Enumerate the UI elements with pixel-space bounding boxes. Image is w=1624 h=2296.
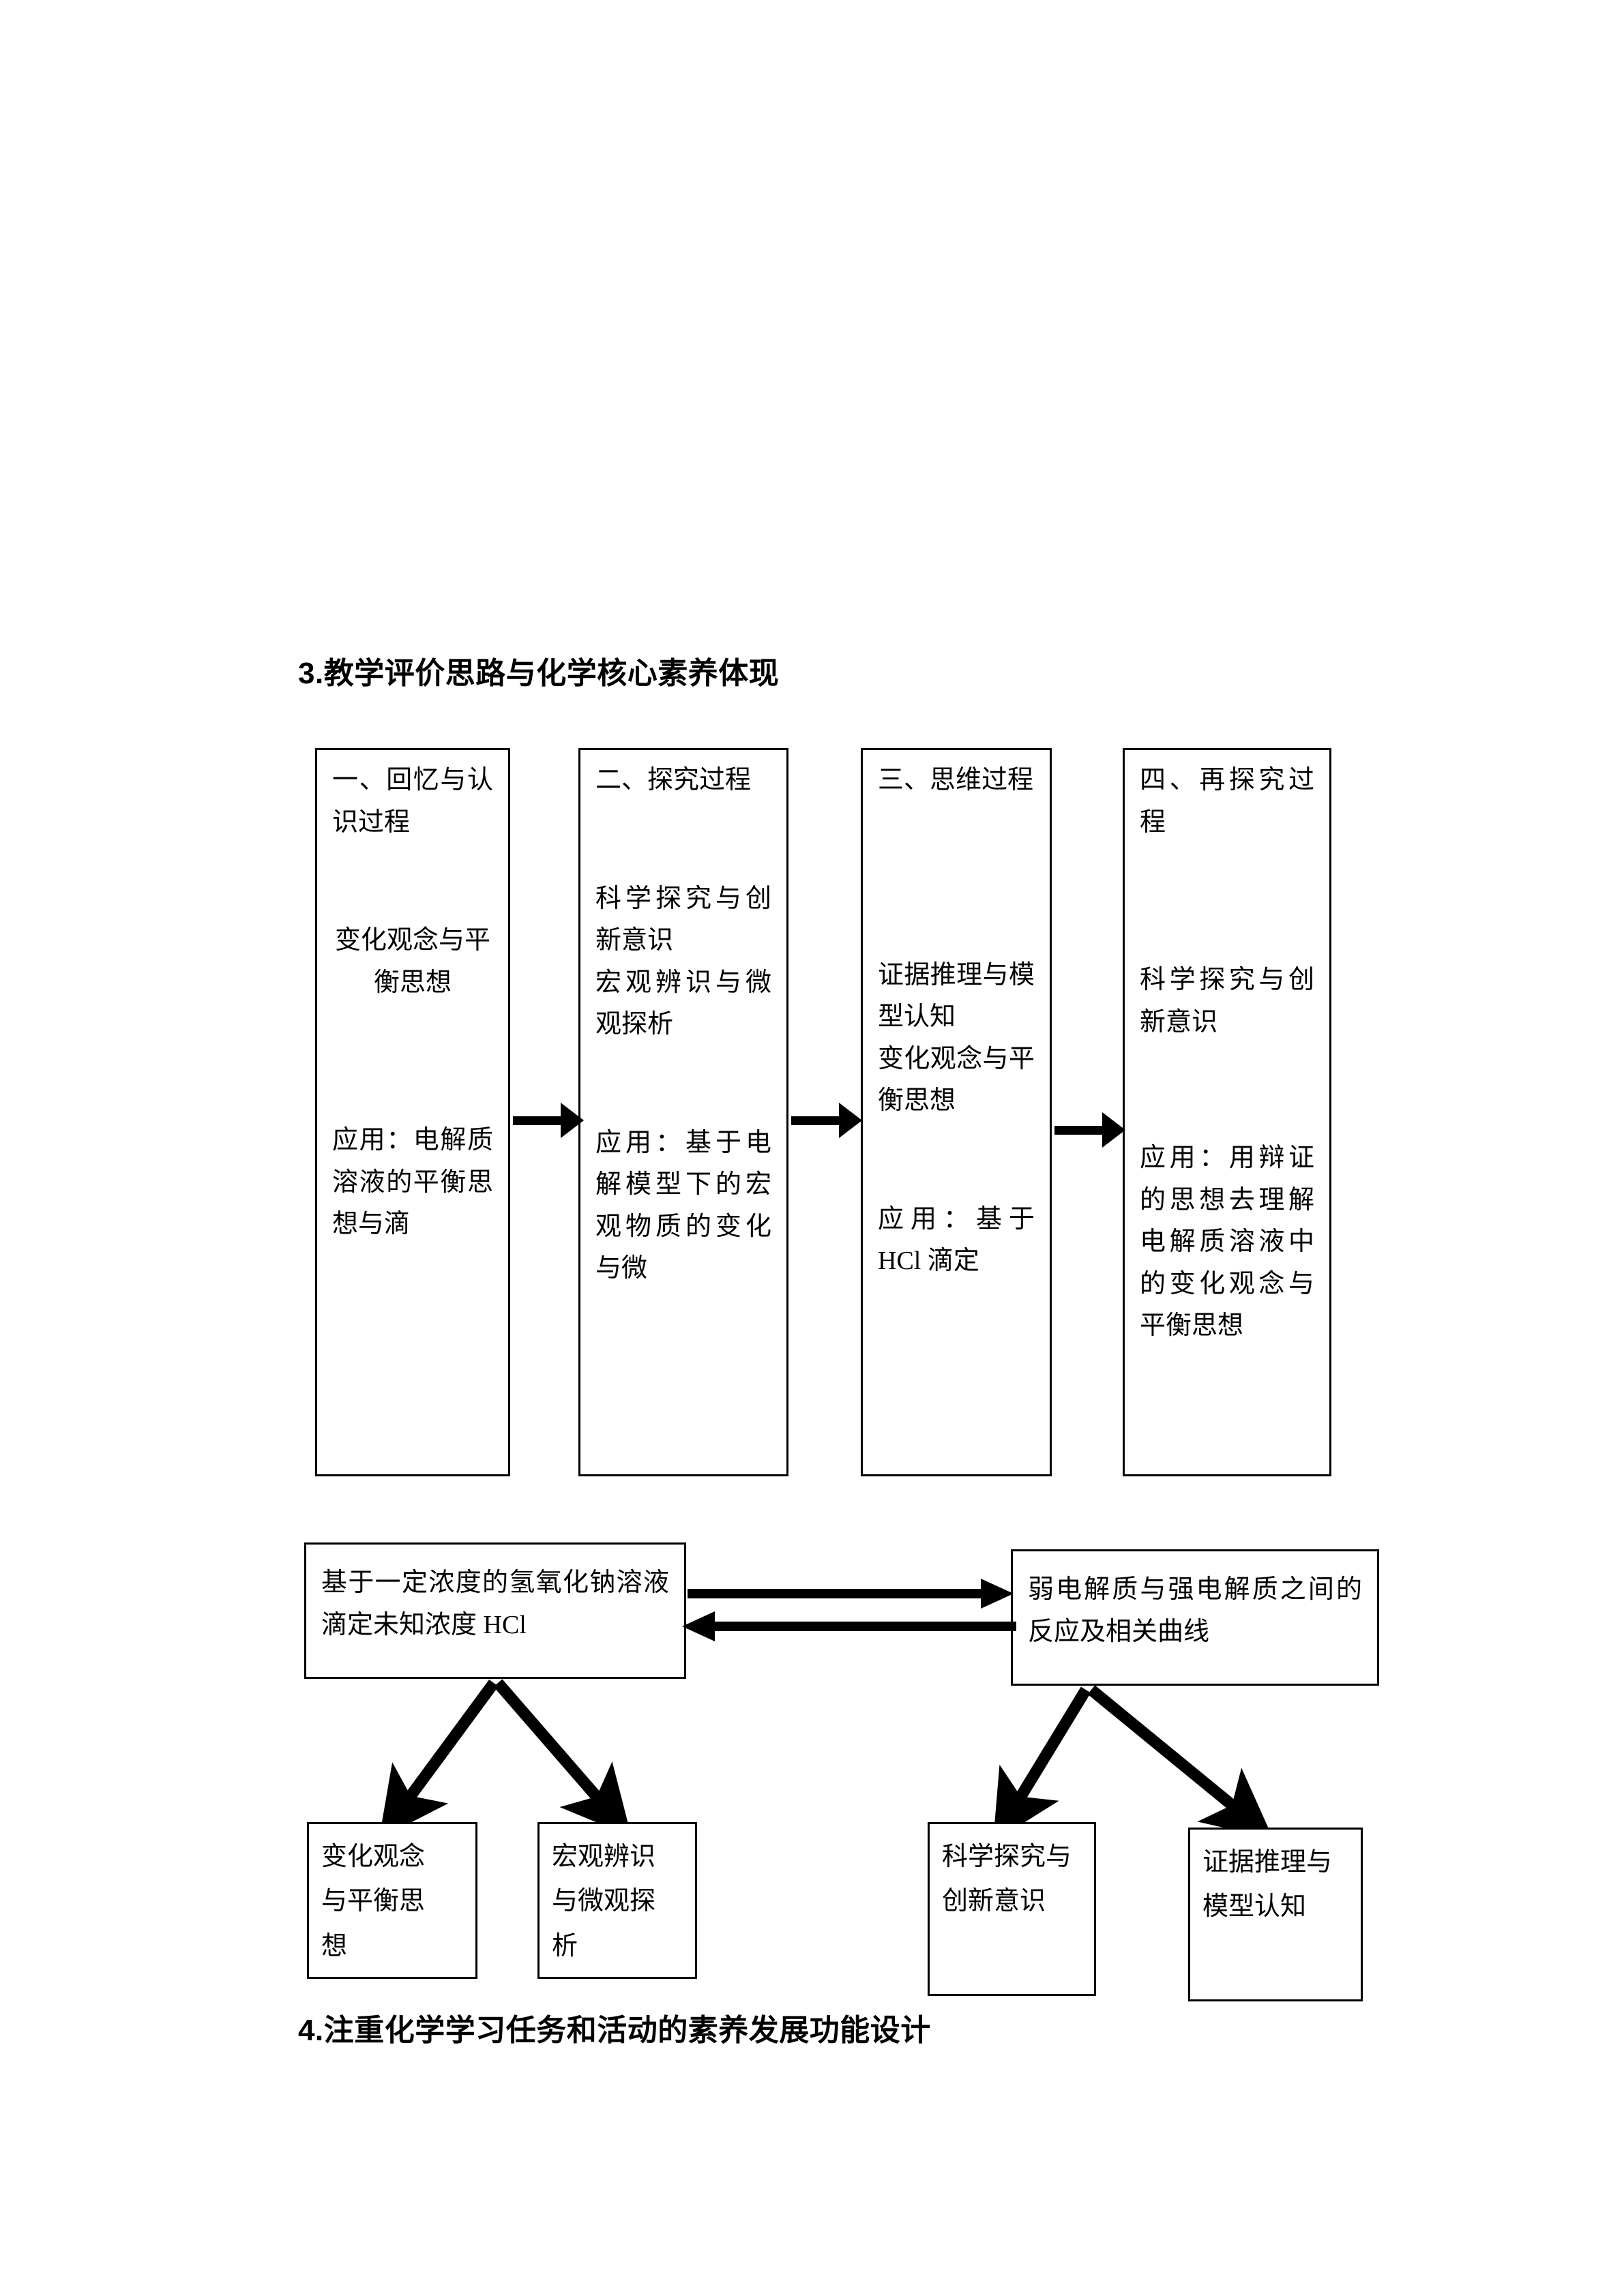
stage-4-application: 应用：用辩证的思想去理解电解质溶液中的变化观念与平衡思想 <box>1140 1144 1314 1341</box>
leaf-3-line-1: 科学探究与 <box>942 1843 1072 1871</box>
section-4-heading: 4.注重化学学习任务和活动的素养发展功能设计 <box>298 2014 931 2047</box>
arrow-right-icon-stage-2-to-3 <box>791 1103 862 1138</box>
leaf-4-line-2: 模型认知 <box>1202 1892 1307 1922</box>
stage-2-literacy-2: 宏观辨识与微观探析 <box>595 968 771 1039</box>
stage-3-literacy-2: 变化观念与平衡思想 <box>878 1044 1035 1116</box>
arrow-head <box>1102 1112 1125 1148</box>
arrow-shaft <box>513 1116 563 1125</box>
branch-arrow-task-to-leaf-1 <box>379 1679 499 1839</box>
leaf-box-1: 变化观念 与平衡思 想 <box>307 1822 477 1979</box>
leaf-2-line-3: 析 <box>552 1931 578 1960</box>
concept-box-text: 弱电解质与强电解质之间的反应及相关曲线 <box>1028 1575 1362 1646</box>
arrow-shaft <box>1054 1126 1105 1135</box>
branch-arrow-concept-to-leaf-4 <box>1087 1685 1273 1839</box>
branch-arrow-task-to-leaf-2 <box>493 1679 632 1837</box>
stage-1-title: 一、回忆与认识过程 <box>332 766 493 837</box>
arrow-head <box>561 1103 584 1138</box>
arrow-right-icon-stage-1-to-2 <box>513 1103 584 1138</box>
stage-2-literacy-1: 科学探究与创新意识 <box>595 884 771 955</box>
section-3-heading: 3.教学评价思路与化学核心素养体现 <box>298 657 780 690</box>
stage-3-title: 三、思维过程 <box>878 766 1034 794</box>
leaf-2-line-2: 与微观探 <box>552 1887 656 1916</box>
leaf-1-line-2: 与平衡思 <box>321 1887 426 1916</box>
arrow-head <box>839 1103 862 1138</box>
arrow-head <box>981 1579 1014 1609</box>
concept-box: 弱电解质与强电解质之间的反应及相关曲线 <box>1011 1549 1379 1686</box>
task-box: 基于一定浓度的氢氧化钠溶液滴定未知浓度 HCl <box>304 1542 686 1679</box>
stage-1-application: 应用：电解质溶液的平衡思想与滴 <box>332 1126 493 1239</box>
arrow-shaft <box>688 1589 986 1598</box>
stage-2-application: 应用：基于电解模型下的宏观物质的变化与微 <box>595 1128 771 1283</box>
stage-box-1: 一、回忆与认识过程 变化观念与平衡思想 应用：电解质溶液的平衡思想与滴 <box>315 748 510 1476</box>
arrow-right-icon-task-to-concept <box>688 1579 1014 1609</box>
stage-4-literacy-1: 科学探究与创新意识 <box>1140 966 1314 1037</box>
arrow-shaft <box>791 1116 842 1125</box>
leaf-box-2: 宏观辨识 与微观探 析 <box>537 1822 697 1979</box>
arrow-head <box>682 1611 715 1641</box>
leaf-box-4: 证据推理与 模型认知 <box>1188 1828 1363 2001</box>
leaf-4-line-1: 证据推理与 <box>1202 1848 1333 1877</box>
stage-3-application: 应用：基于 HCl 滴定 <box>878 1204 1035 1276</box>
branch-arrow-concept-to-leaf-3 <box>992 1686 1091 1843</box>
arrow-right-icon-stage-3-to-4 <box>1054 1112 1125 1148</box>
stage-1-literacy-1: 变化观念与平衡思想 <box>334 926 490 997</box>
stage-box-4: 四、再探究过程 科学探究与创新意识 应用：用辩证的思想去理解电解质溶液中的变化观… <box>1123 748 1331 1476</box>
leaf-1-line-1: 变化观念 <box>321 1843 426 1871</box>
leaf-box-3: 科学探究与 创新意识 <box>928 1822 1096 1996</box>
leaf-1-line-3: 想 <box>321 1931 348 1960</box>
leaf-2-line-1: 宏观辨识 <box>552 1843 656 1871</box>
stage-2-title: 二、探究过程 <box>595 766 752 794</box>
arrow-shaft <box>715 1622 1016 1631</box>
leaf-3-line-2: 创新意识 <box>942 1887 1046 1916</box>
arrow-left-icon-concept-to-task <box>682 1611 1016 1641</box>
stage-3-literacy-1: 证据推理与模型认知 <box>878 960 1035 1032</box>
stage-4-title: 四、再探究过程 <box>1140 766 1314 837</box>
stage-box-2: 二、探究过程 科学探究与创新意识 宏观辨识与微观探析 应用：基于电解模型下的宏观… <box>578 748 788 1476</box>
stage-box-3: 三、思维过程 证据推理与模型认知 变化观念与平衡思想 应用：基于 HCl 滴定 <box>861 748 1052 1476</box>
task-box-text: 基于一定浓度的氢氧化钠溶液滴定未知浓度 HCl <box>321 1568 669 1639</box>
